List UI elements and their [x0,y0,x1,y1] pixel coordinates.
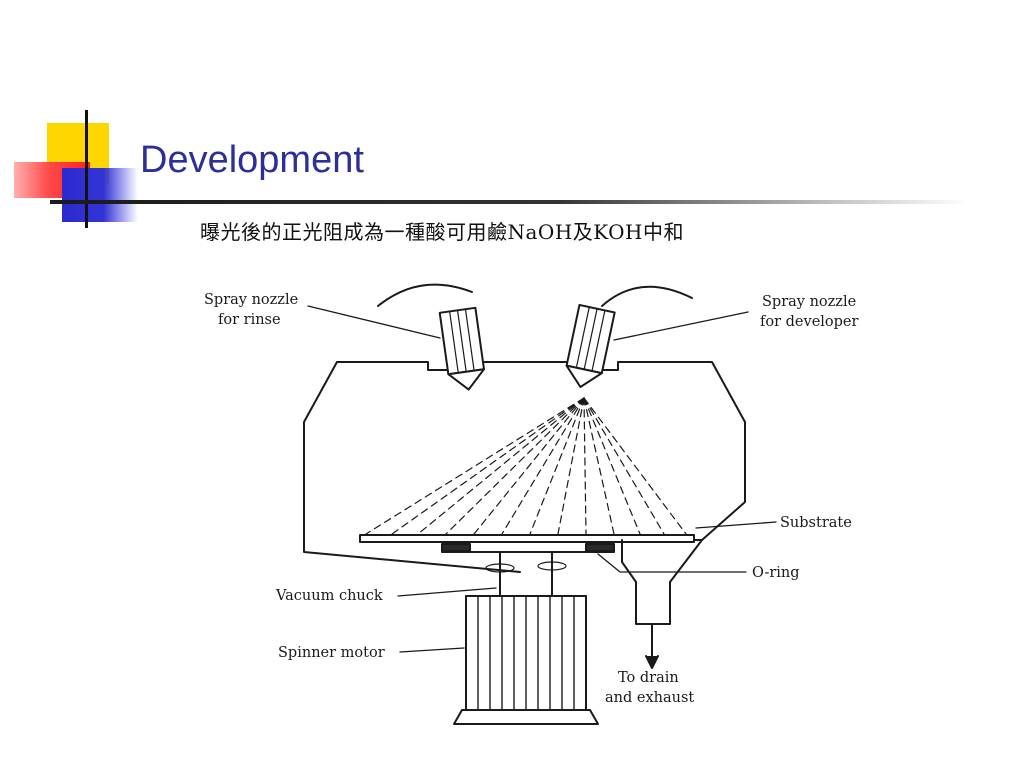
label-spray-dev-2: for developer [760,314,859,330]
label-substrate: Substrate [780,515,852,531]
spray-fan [365,397,687,535]
chamber-wall [336,361,746,541]
slide-subtitle: 曝光後的正光阻成為一種酸可用鹼NaOH及KOH中和 [200,220,685,244]
chamber-wall-left [303,361,521,573]
rinse-hose [377,283,473,307]
chuck-plate-right [585,543,615,552]
title-underline [50,200,970,204]
motor-ribs [477,595,575,711]
motor-base [453,709,599,725]
label-spray-rinse-2: for rinse [218,312,281,328]
label-vacuum-chuck: Vacuum chuck [275,588,383,604]
substrate [359,534,695,543]
development-apparatus-diagram: Spray nozzle for rinse Spray nozzle for … [204,283,859,725]
page-title: Development [140,139,364,181]
deco-blue-bar [62,168,138,222]
developer-hose [601,285,693,307]
label-spinner-motor: Spinner motor [278,645,385,661]
label-spray-rinse-1: Spray nozzle [204,292,298,308]
developer-nozzle [565,304,616,388]
drain-funnel [621,539,703,625]
label-drain-2: and exhaust [605,690,694,706]
leader-lines [307,305,777,653]
label-spray-dev-1: Spray nozzle [762,294,856,310]
vacuum-swirl-left [485,563,515,573]
label-drain-1: To drain [618,670,679,686]
chuck-plate-left [441,543,471,552]
deco-vertical-line [85,110,88,228]
rinse-nozzle [438,306,486,391]
label-oring: O-ring [752,565,800,581]
vacuum-swirl-right [537,561,567,571]
